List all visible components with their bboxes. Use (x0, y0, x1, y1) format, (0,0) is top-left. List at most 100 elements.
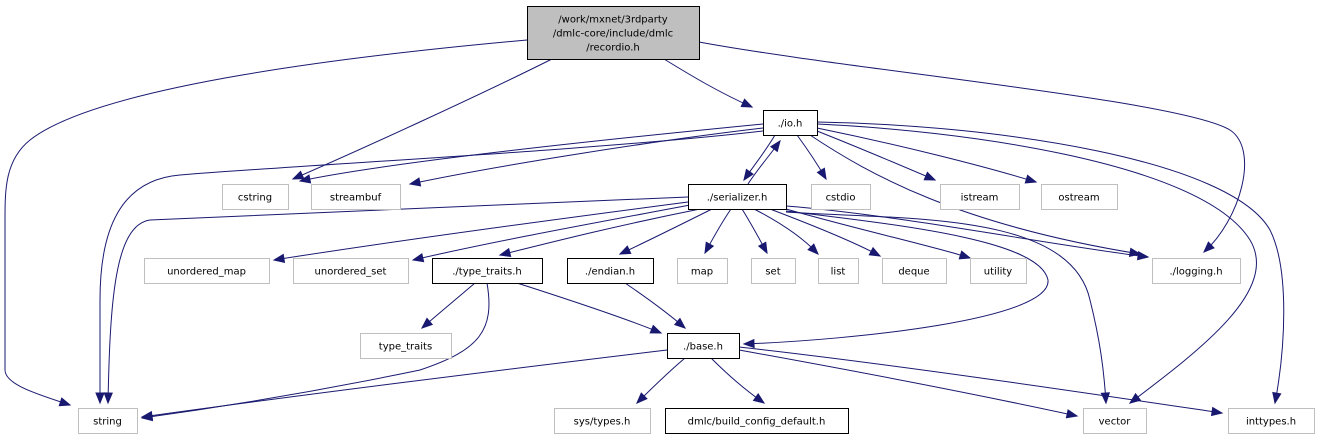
edge-line (624, 282, 686, 329)
arrowhead-icon (673, 317, 687, 329)
node-label: ./type_traits.h (452, 267, 521, 278)
node-box[interactable] (811, 184, 871, 210)
edge-serializer-to-io (747, 139, 781, 185)
arrowhead-icon (618, 245, 632, 255)
edges-layer (4, 39, 1285, 422)
edge-line (299, 123, 764, 182)
node-label: deque (898, 267, 929, 278)
arrowhead-icon (1203, 241, 1215, 253)
edge-line (619, 208, 713, 255)
edge-io-to-serializer (743, 134, 776, 182)
node-box[interactable] (882, 258, 947, 284)
node-cstdio[interactable]: cstdio (811, 184, 871, 210)
node-label: /dmlc-core/include/dmlc (553, 29, 673, 40)
edge-io-to-ostream (816, 127, 1038, 184)
node-type-traits[interactable]: type_traits (360, 333, 452, 359)
node-endian[interactable]: ./endian.h (567, 258, 654, 284)
node-deque[interactable]: deque (882, 258, 947, 284)
node-box[interactable] (1152, 258, 1241, 284)
edge-io-to-cstdio (796, 134, 827, 181)
node-box[interactable] (1083, 408, 1147, 434)
arrowhead-icon (1024, 174, 1038, 184)
edge-recordio-to-string (4, 39, 528, 407)
arrowhead-icon (95, 392, 105, 405)
arrowhead-icon (636, 392, 648, 404)
node-sys-types[interactable]: sys/types.h (554, 408, 651, 434)
edge-base-to-string (140, 349, 668, 421)
node-unordered-map[interactable]: unordered_map (144, 258, 270, 284)
node-box[interactable] (688, 184, 787, 210)
edge-line (809, 134, 1141, 255)
node-box[interactable] (311, 184, 401, 210)
node-label: ./io.h (778, 119, 803, 130)
node-box[interactable] (78, 408, 138, 434)
edge-serializer-to-vector (785, 211, 1111, 405)
node-serializer[interactable]: ./serializer.h (688, 184, 787, 210)
node-box[interactable] (1041, 184, 1118, 210)
node-box[interactable] (667, 333, 740, 359)
node-map[interactable]: map (677, 258, 728, 284)
node-istream[interactable]: istream (940, 184, 1020, 210)
arrowhead-icon (1100, 392, 1111, 405)
node-box[interactable] (818, 258, 859, 284)
node-build-config[interactable]: dmlc/build_config_default.h (665, 408, 849, 434)
node-box[interactable] (1228, 408, 1315, 434)
node-box[interactable] (222, 184, 289, 210)
node-box[interactable] (432, 258, 543, 284)
edge-io-to-istream (816, 130, 937, 181)
node-box[interactable] (144, 258, 270, 284)
node-box[interactable] (360, 333, 452, 359)
edge-line (785, 211, 1107, 404)
node-recordio[interactable]: /work/mxnet/3rdparty/dmlc-core/include/d… (527, 6, 700, 60)
node-box[interactable] (940, 184, 1020, 210)
node-label: map (691, 267, 713, 278)
node-box[interactable] (970, 258, 1027, 284)
arrowhead-icon (769, 139, 781, 153)
node-cstring[interactable]: cstring (222, 184, 289, 210)
edge-line (516, 282, 662, 334)
node-label: ./base.h (683, 342, 723, 353)
node-label: dmlc/build_config_default.h (688, 417, 826, 428)
node-box[interactable] (677, 258, 728, 284)
node-base[interactable]: ./base.h (667, 333, 740, 359)
node-string[interactable]: string (78, 408, 138, 434)
node-box[interactable] (567, 258, 654, 284)
node-box[interactable] (293, 258, 409, 284)
edge-line (292, 58, 553, 180)
edge-line (4, 39, 528, 406)
node-unordered-set[interactable]: unordered_set (293, 258, 409, 284)
arrowhead-icon (704, 241, 715, 255)
edge-line (412, 204, 691, 261)
edge-line (816, 121, 1285, 404)
node-box[interactable] (554, 408, 651, 434)
arrowhead-icon (1128, 392, 1142, 404)
node-ostream[interactable]: ostream (1041, 184, 1118, 210)
node-box[interactable] (751, 258, 796, 284)
edge-serializer-to-endian (618, 208, 713, 255)
arrowhead-icon (1210, 406, 1224, 417)
node-box[interactable] (763, 110, 818, 136)
arrowhead-icon (740, 98, 754, 108)
edge-recordio-to-logging (698, 41, 1245, 253)
node-streambuf[interactable]: streambuf (311, 184, 401, 210)
node-vector[interactable]: vector (1083, 408, 1147, 434)
node-box[interactable] (527, 6, 700, 60)
node-utility[interactable]: utility (970, 258, 1027, 284)
arrowhead-icon (958, 250, 972, 260)
edge-serializer-to-type_traits_h (498, 208, 701, 258)
node-set[interactable]: set (751, 258, 796, 284)
node-logging[interactable]: ./logging.h (1152, 258, 1241, 284)
edge-endian-to-base (624, 282, 687, 329)
node-label: ./logging.h (1169, 267, 1222, 278)
node-label: type_traits (379, 342, 432, 353)
arrowhead-icon (868, 246, 882, 257)
node-list[interactable]: list (818, 258, 859, 284)
arrowhead-icon (752, 393, 766, 404)
node-box[interactable] (665, 408, 849, 434)
edge-line (663, 58, 753, 108)
node-io[interactable]: ./io.h (763, 110, 818, 136)
node-inttypes[interactable]: inttypes.h (1228, 408, 1315, 434)
edge-serializer-to-string (103, 196, 689, 405)
node-type-traits-h[interactable]: ./type_traits.h (432, 258, 543, 284)
